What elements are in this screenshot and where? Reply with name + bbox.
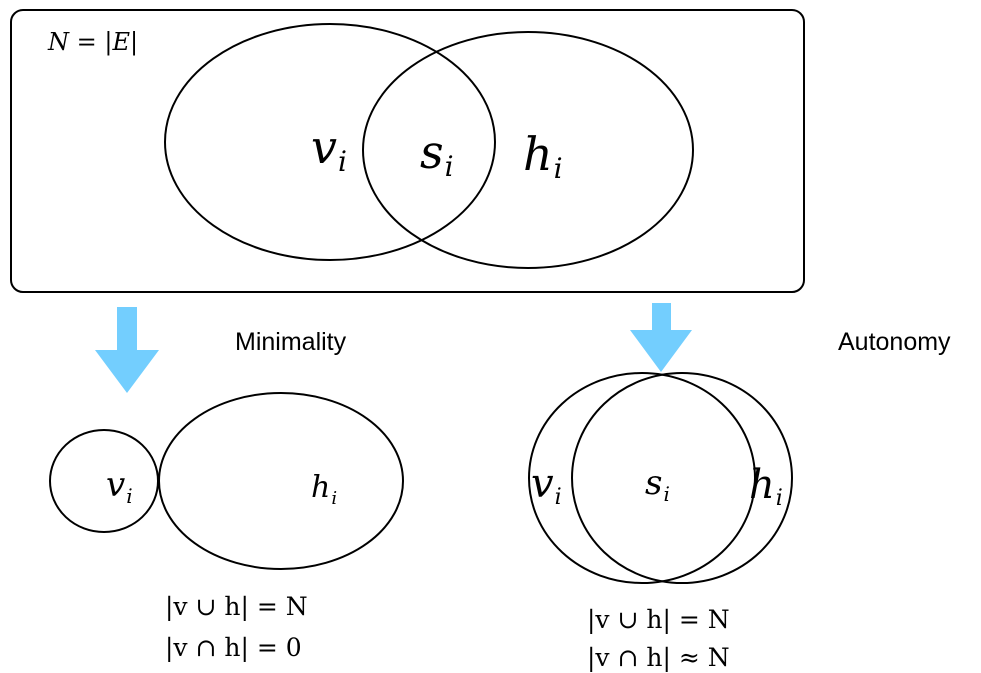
- autonomy-v-ellipse: [528, 372, 756, 584]
- minimality-arrow: [95, 307, 159, 393]
- autonomy-v-label: vi: [531, 461, 562, 510]
- autonomy-intersection-eq: |v ∩ h| ≈ N: [587, 643, 730, 673]
- autonomy-union-eq: |v ∪ h| = N: [587, 605, 730, 635]
- autonomy-h-label: hi: [749, 462, 783, 511]
- shared-set-label: si: [420, 125, 454, 183]
- autonomy-title: Autonomy: [838, 328, 951, 356]
- minimality-intersection-eq: |v ∩ h| = 0: [165, 633, 302, 663]
- h-set-ellipse: [362, 31, 694, 269]
- universe-box: [10, 9, 805, 293]
- v-set-ellipse: [164, 23, 496, 261]
- universe-size-label: N = |E|: [47, 28, 138, 57]
- minimality-title: Minimality: [235, 328, 347, 356]
- minimality-v-label: vi: [106, 465, 133, 508]
- autonomy-arrow: [630, 303, 692, 372]
- autonomy-shared-label: si: [645, 463, 670, 506]
- minimality-v-ellipse: [49, 429, 159, 533]
- minimality-h-ellipse: [158, 392, 404, 570]
- v-set-label: vi: [311, 120, 347, 178]
- minimality-union-eq: |v ∪ h| = N: [165, 592, 308, 622]
- autonomy-h-ellipse: [571, 372, 793, 584]
- minimality-h-label: hi: [311, 470, 337, 509]
- h-set-label: hi: [523, 127, 563, 185]
